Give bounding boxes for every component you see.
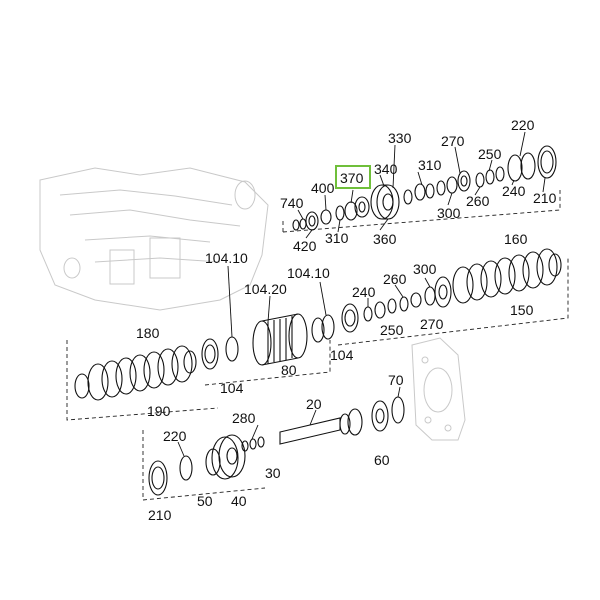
label-220: 220 — [511, 117, 535, 133]
label-50: 50 — [197, 493, 213, 509]
middle-right-components — [341, 248, 562, 333]
label-40: 40 — [231, 493, 247, 509]
label-420: 420 — [293, 238, 317, 254]
label-360: 360 — [373, 231, 397, 247]
label-270: 270 — [441, 133, 465, 149]
label-310: 310 — [418, 157, 442, 173]
label-150: 150 — [510, 302, 534, 318]
label-104-10-left: 104.10 — [205, 250, 248, 266]
label-60: 60 — [374, 452, 390, 468]
left-clutch-components — [74, 345, 197, 401]
label-270-mid: 270 — [420, 316, 444, 332]
label-70: 70 — [388, 372, 404, 388]
label-104-right: 104 — [330, 347, 354, 363]
part-labels: 370 330 270 220 340 310 250 400 740 240 … — [136, 117, 557, 523]
label-400: 400 — [311, 180, 335, 196]
label-80: 80 — [281, 362, 297, 378]
label-280: 280 — [232, 410, 256, 426]
label-340: 340 — [374, 161, 398, 177]
label-250-mid: 250 — [380, 322, 404, 338]
group-outline-mid-right — [337, 258, 569, 346]
top-components — [292, 145, 557, 231]
label-104-10-right: 104.10 — [287, 265, 330, 281]
label-740: 740 — [280, 195, 304, 211]
highlight-box-370 — [335, 165, 371, 189]
rear-cover-ghost — [411, 337, 466, 441]
leader-lines — [177, 131, 546, 457]
transmission-housing-ghost — [39, 167, 269, 311]
label-240: 240 — [502, 183, 526, 199]
label-330: 330 — [388, 130, 412, 146]
label-240-mid: 240 — [352, 284, 376, 300]
group-outline-top — [282, 190, 561, 233]
label-30: 30 — [265, 465, 281, 481]
label-300-mid: 300 — [413, 261, 437, 277]
label-260: 260 — [466, 193, 490, 209]
label-160: 160 — [504, 231, 528, 247]
label-220-bottom: 220 — [163, 428, 187, 444]
label-20: 20 — [306, 396, 322, 412]
label-190: 190 — [147, 403, 171, 419]
label-210: 210 — [533, 190, 557, 206]
label-104-left: 104 — [220, 380, 244, 396]
label-210-bottom: 210 — [148, 507, 172, 523]
label-300: 300 — [437, 205, 461, 221]
group-outline-center — [204, 340, 331, 386]
center-components — [201, 313, 335, 370]
label-310-lower: 310 — [325, 230, 349, 246]
label-250: 250 — [478, 146, 502, 162]
group-outline-bottom — [142, 430, 266, 501]
label-104-20: 104.20 — [244, 281, 287, 297]
group-outline-mid-left — [66, 340, 219, 421]
label-260-mid: 260 — [383, 271, 407, 287]
label-370: 370 — [340, 170, 364, 186]
label-180: 180 — [136, 325, 160, 341]
